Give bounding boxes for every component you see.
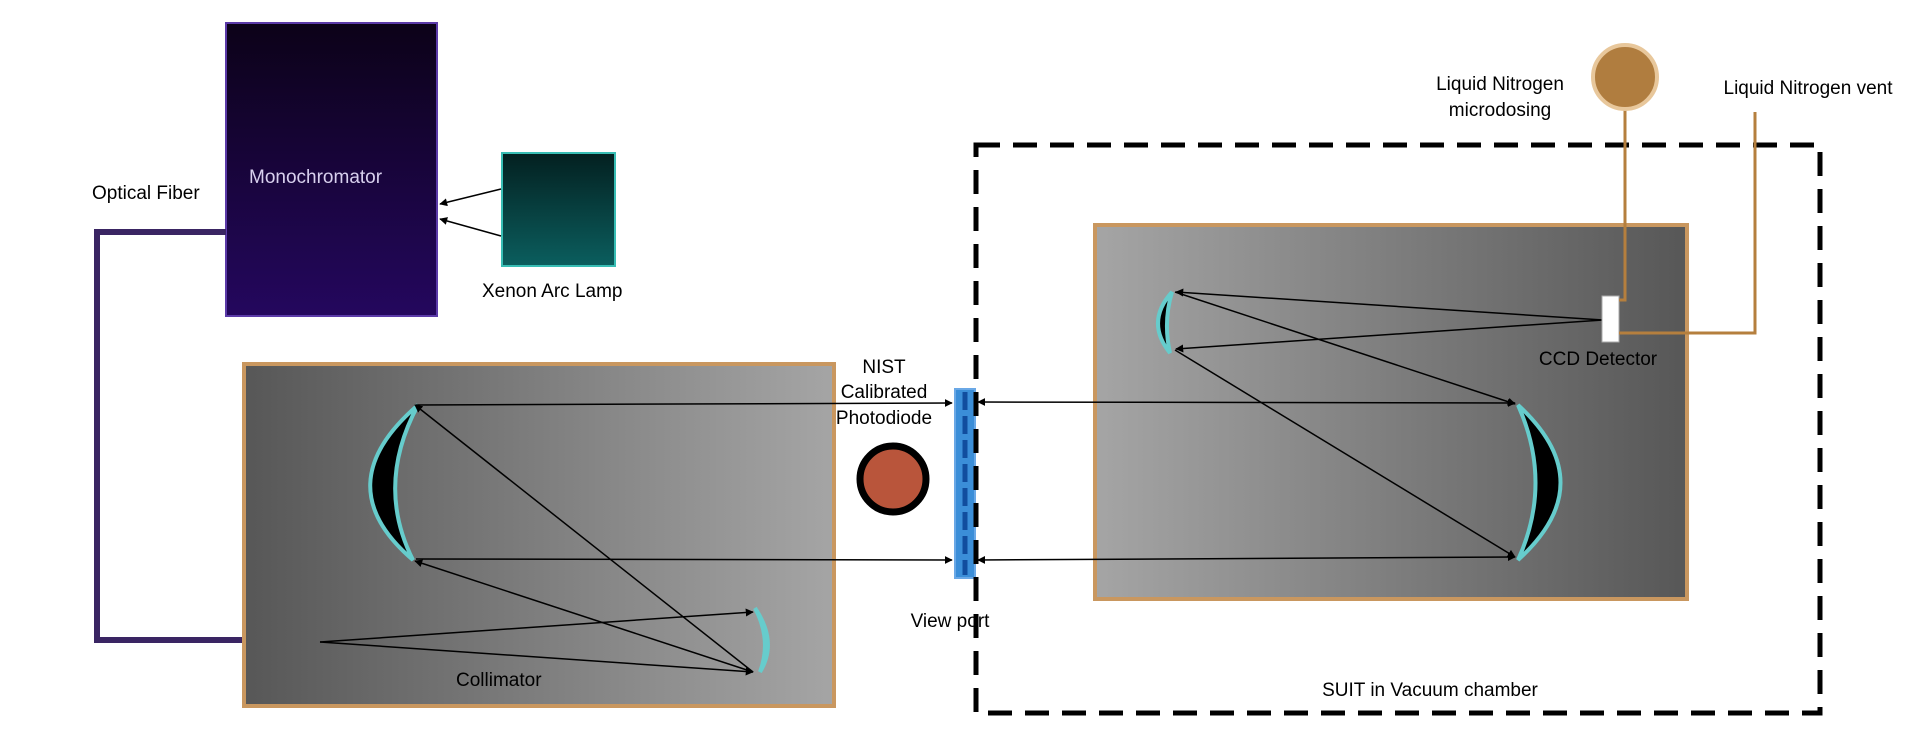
collimator-secondary-mirror: [753, 606, 770, 674]
ray-secondary-to-primary-upper: [1174, 291, 1516, 406]
nist-photodiode: [856, 442, 930, 516]
ln2-microdosing-label-line1: Liquid Nitrogen: [1436, 74, 1564, 95]
photodiode-label-line2: Calibrated: [841, 382, 928, 403]
collimator-label: Collimator: [456, 670, 542, 691]
suit-primary-mirror: [1516, 403, 1563, 562]
ray-ccd-to-secondary-upper: [1175, 288, 1604, 321]
collimator-bench: [242, 362, 836, 708]
ccd-detector: [1601, 295, 1620, 343]
ln2-vent-label: Liquid Nitrogen vent: [1724, 78, 1894, 99]
vacuum-chamber-boundary: [973, 142, 1823, 716]
ray-secondary-to-primary-bottom: [414, 559, 754, 673]
ray-secondary-to-primary-lower: [1174, 349, 1516, 558]
ln2-vent-line: [1619, 112, 1757, 335]
collimator-primary-mirror: [368, 403, 420, 562]
suit-secondary-mirror: [1156, 290, 1174, 355]
ray-ccd-to-secondary-lower: [1175, 319, 1604, 353]
monochromator-label: Monochromator: [249, 167, 383, 188]
photodiode-label-line3: Photodiode: [836, 408, 932, 429]
monochromator-box: [225, 22, 438, 317]
photodiode-label-line1: NIST: [862, 357, 906, 378]
xenon-lamp-label: Xenon Arc Lamp: [482, 281, 622, 302]
ccd-label: CCD Detector: [1539, 349, 1658, 370]
beam-bottom-left: [415, 555, 953, 564]
optical-fiber-label: Optical Fiber: [92, 183, 200, 204]
lamp-arrow-upper: [439, 188, 502, 207]
ln2-microdosing-label-line2: microdosing: [1449, 100, 1551, 121]
suit-bench: [1093, 223, 1689, 601]
ln2-microdosing-line: [1619, 109, 1627, 302]
ray-secondary-to-primary-top: [414, 404, 754, 673]
beam-top-left: [415, 399, 953, 408]
suit-chamber-label: SUIT in Vacuum chamber: [1322, 680, 1538, 701]
ray-fiber-to-secondary-upper: [319, 608, 754, 643]
beam-top-right: [977, 398, 1516, 407]
ray-fiber-to-secondary-lower: [319, 641, 754, 676]
xenon-arc-lamp: [501, 152, 616, 267]
lamp-arrow-lower: [439, 217, 502, 237]
optical-fiber: [94, 229, 308, 643]
ln2-tank: [1591, 43, 1659, 111]
view-port-label: View port: [911, 611, 991, 632]
beam-bottom-right: [977, 553, 1516, 564]
